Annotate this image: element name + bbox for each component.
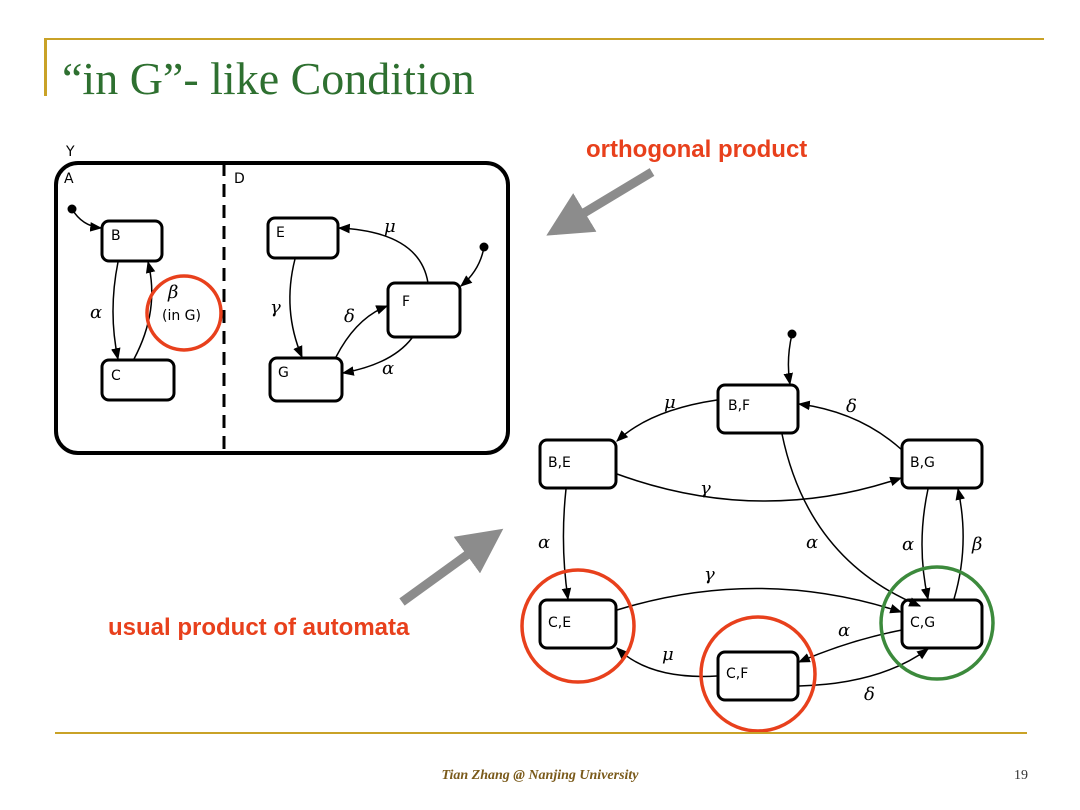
state-g-label: G	[278, 365, 289, 381]
state-be-label: B,E	[548, 455, 571, 471]
statechart-label-y: Y	[65, 144, 75, 160]
region-a-label: A	[64, 171, 74, 187]
transition-c-to-b	[133, 260, 156, 360]
state-b	[100, 219, 164, 263]
state-bf-label: B,F	[728, 398, 750, 414]
transition-bf-to-cg	[781, 433, 922, 607]
state-c-label: C	[111, 368, 121, 384]
state-cg	[900, 598, 984, 650]
transition-cg-to-bg	[953, 487, 965, 600]
label-c-to-b: β	[167, 282, 178, 303]
label-c-to-b-condition: (in G)	[162, 308, 201, 324]
top-rule	[44, 38, 1044, 40]
state-be	[538, 438, 618, 490]
transition-cg-to-cf	[797, 629, 903, 663]
page-number: 19	[1014, 768, 1028, 783]
statechart: Y A D B C E F G α β (in G) μ γ δ α	[54, 144, 510, 455]
label-ce-to-cg: γ	[704, 564, 715, 585]
label-bf-to-be: μ	[664, 392, 676, 413]
state-f	[386, 281, 462, 339]
transition-cf-to-cg	[798, 648, 929, 687]
state-bg	[900, 438, 984, 490]
state-cf-label: C,F	[726, 666, 748, 682]
label-bg-to-cg: α	[902, 534, 914, 555]
transition-bg-to-bf	[797, 400, 903, 451]
transition-f-to-g	[341, 337, 413, 376]
state-cf	[716, 650, 800, 702]
label-cg-to-bg: β	[971, 534, 982, 555]
transition-g-to-f	[335, 305, 389, 358]
transition-f-to-e	[337, 223, 429, 284]
transition-b-to-c	[111, 261, 121, 361]
footer-credit: Tian Zhang @ Nanjing University	[441, 768, 639, 783]
transition-bg-to-cg	[920, 488, 931, 601]
state-e	[266, 216, 340, 260]
statechart-outer-box	[54, 161, 510, 455]
highlight-circle-cg	[879, 565, 995, 681]
label-g-to-f: δ	[344, 306, 355, 327]
state-e-label: E	[276, 225, 285, 241]
title-accent-bar	[44, 38, 47, 96]
callout-usual-product: usual product of automata	[108, 614, 410, 641]
initial-transition-product	[783, 333, 793, 386]
label-bg-to-bf: δ	[846, 396, 857, 417]
highlight-circle-in-g	[145, 274, 223, 352]
label-f-to-e: μ	[384, 216, 396, 237]
region-d-label: D	[234, 171, 245, 187]
footer-rule	[55, 732, 1027, 734]
state-ce-label: C,E	[548, 615, 571, 631]
state-ce	[538, 598, 618, 650]
arrow-to-product	[399, 528, 504, 606]
state-bg-label: B,G	[910, 455, 935, 471]
transition-bf-to-be	[616, 399, 718, 442]
state-b-label: B	[111, 228, 121, 244]
initial-transition-d	[460, 246, 485, 287]
state-c	[100, 358, 176, 402]
label-cf-to-ce: μ	[662, 644, 674, 665]
label-be-to-bg: γ	[700, 478, 711, 499]
highlight-circle-ce	[520, 568, 636, 684]
transition-ce-to-cg	[616, 587, 903, 614]
transition-be-to-bg	[616, 473, 903, 502]
arrow-to-statechart	[546, 168, 655, 236]
state-g	[268, 356, 344, 403]
label-cf-to-cg: δ	[864, 684, 875, 705]
label-bf-to-cg: α	[806, 532, 818, 553]
label-be-to-ce: α	[538, 532, 550, 553]
product-automaton: B,F B,E B,G C,E C,F C,G μ δ γ α α α β γ	[520, 329, 995, 733]
label-b-to-c: α	[90, 302, 102, 323]
initial-transition-a	[71, 208, 103, 232]
state-f-label: F	[402, 294, 410, 310]
transition-be-to-ce	[561, 488, 572, 601]
highlight-circle-cf	[699, 615, 817, 733]
label-cg-to-cf: α	[838, 620, 850, 641]
transition-e-to-g	[289, 258, 303, 359]
slide-title: “in G”- like Condition	[62, 53, 475, 104]
label-f-to-g: α	[382, 358, 394, 379]
state-cg-label: C,G	[910, 615, 935, 631]
callout-orthogonal-product: orthogonal product	[586, 136, 808, 163]
label-e-to-g: γ	[270, 297, 281, 318]
